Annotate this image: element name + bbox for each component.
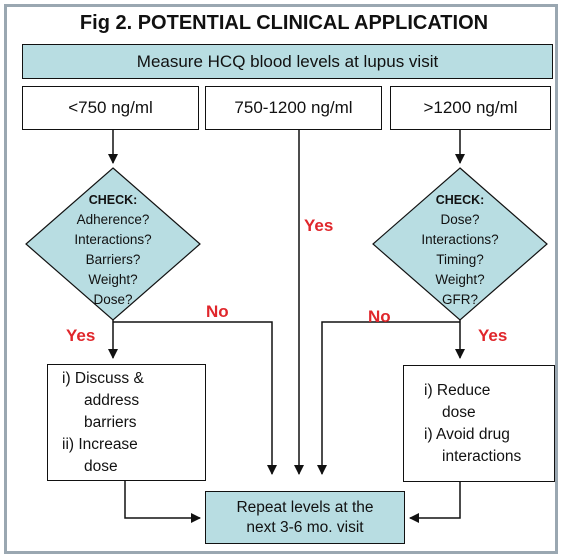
figure-title: Fig 2. POTENTIAL CLINICAL APPLICATION bbox=[79, 12, 489, 34]
check-left-item: Interactions? bbox=[74, 232, 152, 247]
yes-right-label: Yes bbox=[478, 326, 508, 345]
action-right-line: dose bbox=[442, 404, 476, 421]
measure-levels-box: Measure HCQ blood levels at lupus visit bbox=[22, 44, 553, 79]
yes-left-label: Yes bbox=[66, 326, 96, 345]
check-right-item: Timing? bbox=[436, 252, 484, 267]
no-right-label: No bbox=[368, 307, 391, 326]
level-high-label: >1200 ng/ml bbox=[423, 98, 518, 117]
check-right-text: CHECK: Dose? Interactions? Timing? Weigh… bbox=[383, 190, 537, 310]
action-right-line: i) Avoid drug bbox=[424, 426, 510, 443]
action-left-line: i) Discuss & bbox=[62, 370, 144, 387]
check-left-item: Dose? bbox=[93, 292, 133, 307]
check-left-heading: CHECK: bbox=[88, 193, 138, 207]
action-left-line: dose bbox=[84, 458, 118, 475]
action-left-text: i) Discuss & address barriers ii) Increa… bbox=[62, 368, 202, 478]
level-low-box: <750 ng/ml bbox=[22, 86, 199, 130]
arrow-check-right-no bbox=[317, 321, 460, 475]
action-left-box bbox=[47, 364, 206, 481]
repeat-levels-line: next 3-6 mo. visit bbox=[246, 518, 364, 536]
yes-mid-label: Yes bbox=[304, 216, 334, 235]
action-left-line: barriers bbox=[84, 414, 137, 431]
level-mid-label: 750-1200 ng/ml bbox=[234, 98, 353, 117]
check-left-item: Barriers? bbox=[85, 252, 141, 267]
action-right-line: i) Reduce bbox=[424, 382, 491, 399]
action-right-text: i) Reduce dose i) Avoid drug interaction… bbox=[424, 380, 552, 468]
arrow-check-left-no bbox=[113, 321, 277, 475]
action-left-line: ii) Increase bbox=[62, 436, 138, 453]
action-right-line: interactions bbox=[442, 448, 522, 465]
level-low-label: <750 ng/ml bbox=[68, 98, 153, 117]
check-right-heading: CHECK: bbox=[435, 193, 485, 207]
check-right-item: GFR? bbox=[441, 292, 478, 307]
level-mid-box: 750-1200 ng/ml bbox=[205, 86, 382, 130]
action-right-box bbox=[403, 365, 555, 482]
check-right-item: Dose? bbox=[440, 212, 480, 227]
measure-levels-label: Measure HCQ blood levels at lupus visit bbox=[136, 51, 439, 71]
arrow-action-left-to-result bbox=[124, 481, 201, 523]
check-left-text: CHECK: Adherence? Interactions? Barriers… bbox=[36, 190, 190, 310]
action-left-line: address bbox=[84, 392, 140, 409]
check-right-item: Weight? bbox=[435, 272, 485, 287]
repeat-levels-line: Repeat levels at the bbox=[236, 498, 374, 516]
arrow-action-right-to-result bbox=[409, 482, 461, 523]
check-right-item: Interactions? bbox=[421, 232, 499, 247]
level-high-box: >1200 ng/ml bbox=[390, 86, 551, 130]
repeat-levels-box: Repeat levels at the next 3-6 mo. visit bbox=[205, 491, 405, 544]
no-left-label: No bbox=[206, 302, 229, 321]
check-left-item: Adherence? bbox=[76, 212, 150, 227]
check-left-item: Weight? bbox=[88, 272, 138, 287]
